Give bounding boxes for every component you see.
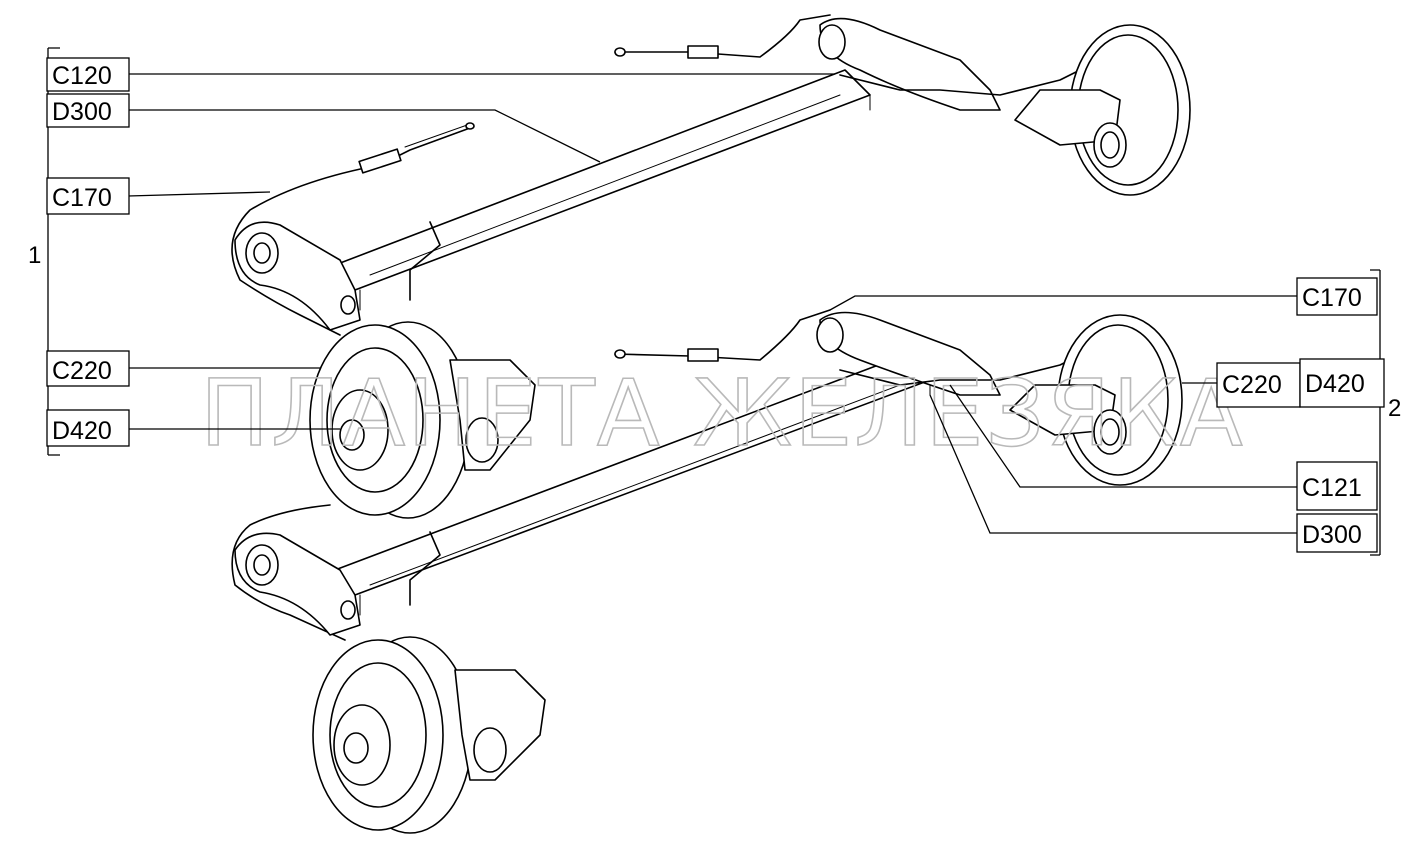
watermark-text: ПЛАНЕТА ЖЕЛЕЗЯКА bbox=[200, 360, 1245, 467]
callout-c220-right: C220 bbox=[1222, 371, 1282, 399]
callout-c170-left: C170 bbox=[52, 184, 112, 212]
callout-d300-left: D300 bbox=[52, 98, 112, 126]
handbrake-cable-2 bbox=[231, 504, 346, 641]
brake-drum-right-2 bbox=[1009, 314, 1183, 486]
callout-group-1: 1 C120 D300 C170 C220 D420 bbox=[28, 47, 835, 456]
callout-c120: C120 bbox=[52, 62, 112, 90]
callout-d420-right: D420 bbox=[1305, 370, 1365, 398]
brake-drum-right-1 bbox=[1014, 24, 1191, 196]
axle-assembly-1 bbox=[231, 14, 1191, 519]
handbrake-cable-1 bbox=[231, 127, 471, 336]
axle-beam-1 bbox=[334, 69, 871, 291]
callout-group-2: 2 C170 C220 D420 C121 D300 bbox=[829, 269, 1401, 556]
callout-c121: C121 bbox=[1302, 474, 1362, 502]
axle-assembly-2 bbox=[231, 309, 1183, 834]
callout-c220-left: C220 bbox=[52, 357, 112, 385]
group-number-2: 2 bbox=[1388, 395, 1401, 422]
callout-d300-right: D300 bbox=[1302, 521, 1362, 549]
callout-d420-left: D420 bbox=[52, 417, 112, 445]
group-number-1: 1 bbox=[28, 242, 41, 269]
brake-drum-left-1 bbox=[309, 321, 536, 519]
brake-pipe-1 bbox=[409, 54, 1111, 301]
handbrake-cable-upper-1 bbox=[614, 14, 831, 58]
handbrake-cable-upper-2 bbox=[614, 309, 831, 361]
brake-drum-left-2 bbox=[312, 636, 546, 834]
callout-c170-right: C170 bbox=[1302, 284, 1362, 312]
